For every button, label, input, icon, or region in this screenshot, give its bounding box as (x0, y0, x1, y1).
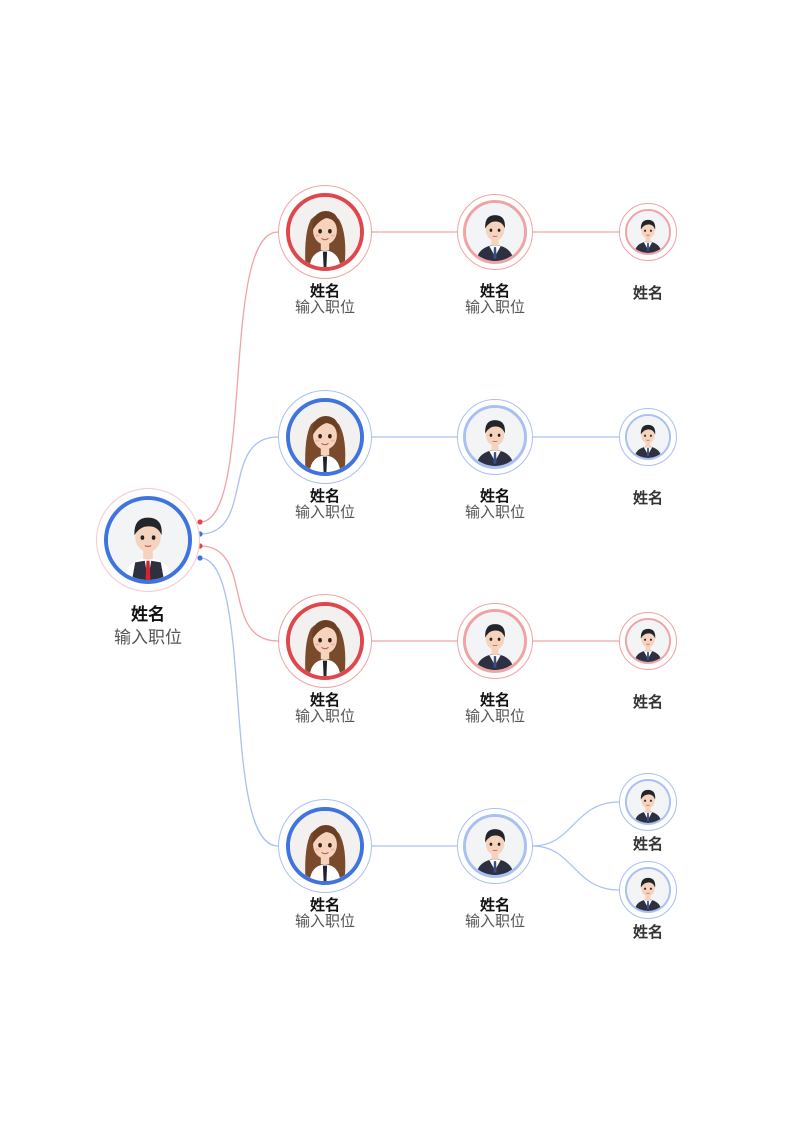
boy-icon-drawing (627, 869, 669, 911)
node-name: 姓名 (309, 487, 341, 505)
node-title: 输入职位 (294, 503, 356, 521)
connector-dot (197, 519, 203, 525)
boy-icon (625, 779, 671, 825)
boy-vest-icon (104, 496, 192, 584)
node-name: 姓名 (632, 835, 664, 853)
node-title: 输入职位 (294, 298, 356, 316)
root-to-level1-line (199, 557, 279, 847)
boy-icon (463, 609, 527, 673)
node-name: 姓名 (479, 282, 511, 300)
girl-icon (286, 193, 364, 271)
boy-icon (463, 200, 527, 264)
node-name: 姓名 (479, 487, 511, 505)
boy-icon (625, 414, 671, 460)
node-title: 输入职位 (464, 503, 526, 521)
boy-icon (625, 867, 671, 913)
boy-icon (463, 405, 527, 469)
boy-icon-drawing (466, 612, 524, 670)
boy-icon-drawing (627, 781, 669, 823)
node-title: 输入职位 (464, 912, 526, 930)
node-name: 姓名 (309, 896, 341, 914)
girl-icon (286, 807, 364, 885)
root-to-level1-line (199, 231, 279, 523)
node-title: 输入职位 (464, 298, 526, 316)
node-title: 输入职位 (114, 628, 182, 648)
boy-icon (463, 814, 527, 878)
boy-icon-drawing (466, 203, 524, 261)
node-name: 姓名 (309, 691, 341, 709)
node-title: 输入职位 (464, 707, 526, 725)
node-name: 姓名 (479, 896, 511, 914)
root-to-level1-line (199, 545, 279, 642)
girl-icon (286, 398, 364, 476)
node-name: 姓名 (632, 284, 664, 302)
boy-icon (625, 209, 671, 255)
level2-to-level3-line (532, 845, 620, 891)
connector-dot (197, 555, 203, 561)
girl-icon-drawing (290, 197, 360, 267)
girl-icon (286, 602, 364, 680)
girl-icon-drawing (290, 811, 360, 881)
node-name: 姓名 (632, 489, 664, 507)
level2-to-level3-line (532, 801, 620, 847)
boy-icon-drawing (466, 408, 524, 466)
node-name: 姓名 (632, 923, 664, 941)
girl-icon-drawing (290, 606, 360, 676)
boy-vest-icon-drawing (108, 500, 188, 580)
node-title: 输入职位 (294, 707, 356, 725)
root-to-level1-line (199, 436, 279, 535)
girl-icon-drawing (290, 402, 360, 472)
node-name: 姓名 (632, 693, 664, 711)
node-title: 输入职位 (294, 912, 356, 930)
boy-icon (625, 618, 671, 664)
boy-icon-drawing (627, 416, 669, 458)
node-name: 姓名 (479, 691, 511, 709)
boy-icon-drawing (627, 211, 669, 253)
boy-icon-drawing (466, 817, 524, 875)
node-name: 姓名 (309, 282, 341, 300)
node-name: 姓名 (131, 605, 165, 625)
boy-icon-drawing (627, 620, 669, 662)
